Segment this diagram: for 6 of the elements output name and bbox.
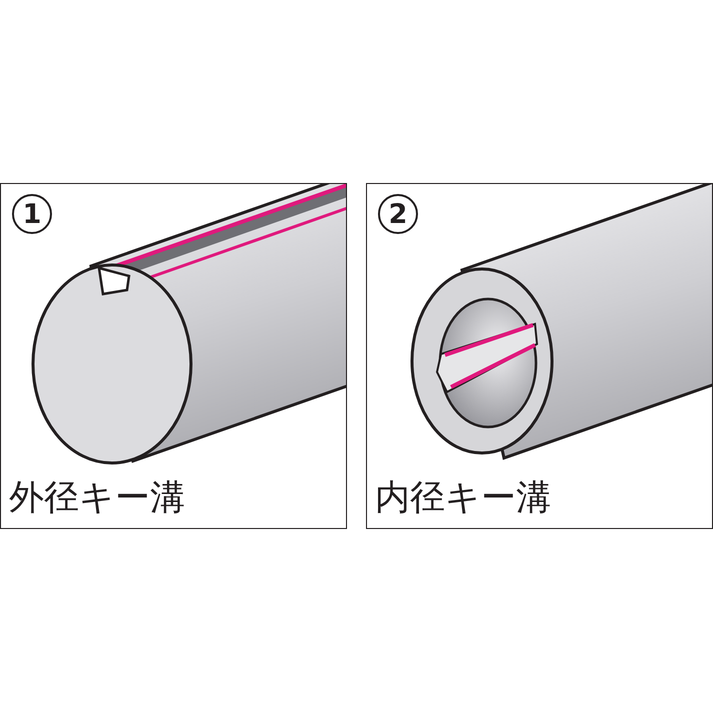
number-badge: 1 xyxy=(12,194,52,234)
panel-label: 内径キー溝 xyxy=(375,477,551,520)
panel-label: 外径キー溝 xyxy=(9,477,185,520)
panel xyxy=(366,183,713,529)
panel xyxy=(0,183,347,529)
number-badge: 2 xyxy=(378,194,418,234)
